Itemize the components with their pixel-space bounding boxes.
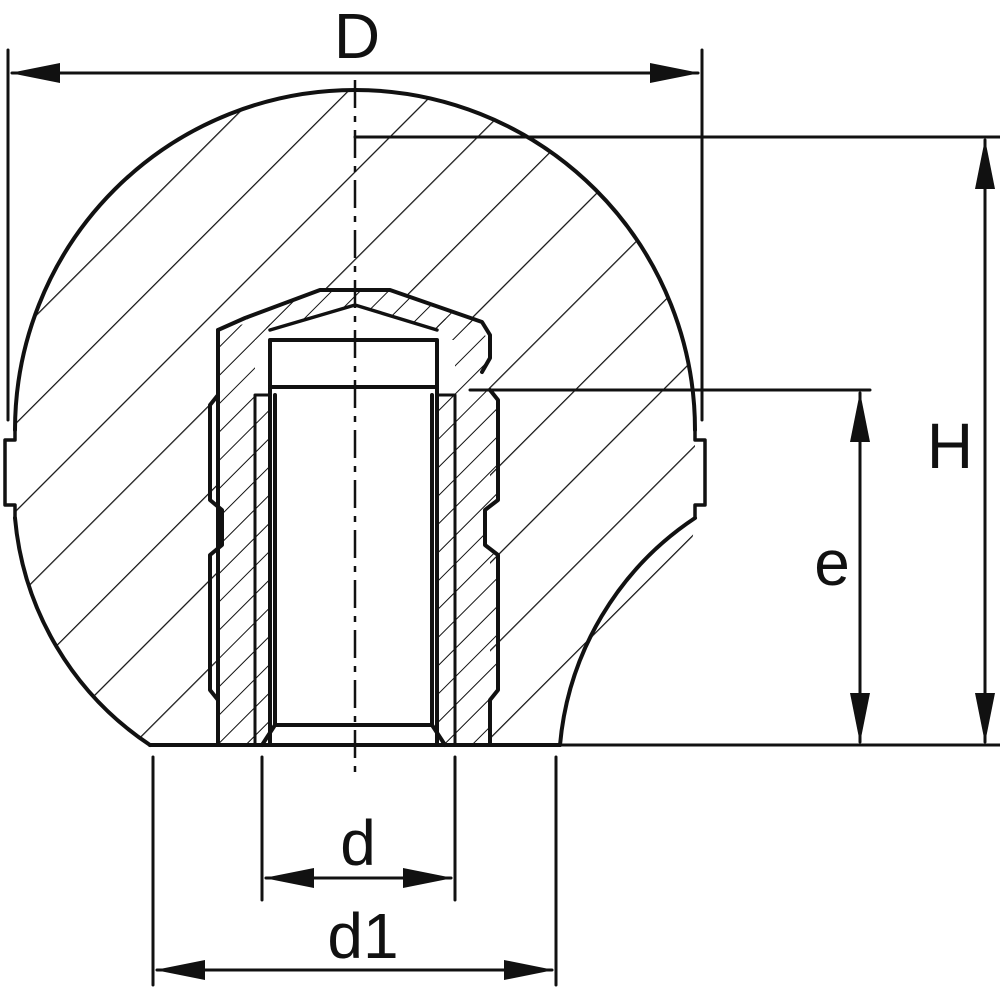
dim-d-arrow-left <box>264 868 314 888</box>
label-H: H <box>927 410 973 482</box>
insert-right-wall <box>437 318 498 745</box>
dim-H-arrow-top <box>975 139 995 189</box>
dim-H-arrow-bottom <box>975 693 995 743</box>
insert-right-outer-outline <box>483 388 500 747</box>
dimension-D: D <box>6 0 704 422</box>
dim-D-arrow-right <box>650 63 700 83</box>
dim-d1-arrow-right <box>504 960 554 980</box>
dim-D-arrow-left <box>10 63 60 83</box>
dimension-H: H <box>353 135 1000 747</box>
insert-thread-inner <box>253 393 457 747</box>
dimension-d: d <box>260 755 457 902</box>
insert-bore-top <box>268 338 439 747</box>
insert-left-wall <box>218 318 270 745</box>
dim-d-arrow-right <box>403 868 453 888</box>
threaded-insert <box>208 288 500 747</box>
parting-notches <box>3 428 707 520</box>
dim-e-arrow-bottom <box>850 693 870 743</box>
left-notch <box>3 428 17 520</box>
label-d: d <box>340 807 376 879</box>
insert-outer-outline <box>216 288 492 747</box>
label-d1: d1 <box>327 900 398 972</box>
dimension-e: e <box>468 388 872 744</box>
dimension-d1: d1 <box>151 755 558 987</box>
bore-inner-rect <box>260 393 447 747</box>
label-D: D <box>334 0 380 72</box>
insert-top <box>245 290 482 330</box>
dim-d1-arrow-left <box>155 960 205 980</box>
insert-left-knurl <box>208 328 224 747</box>
dim-e-arrow-top <box>850 392 870 442</box>
right-notch <box>693 428 707 520</box>
label-e: e <box>814 527 850 599</box>
